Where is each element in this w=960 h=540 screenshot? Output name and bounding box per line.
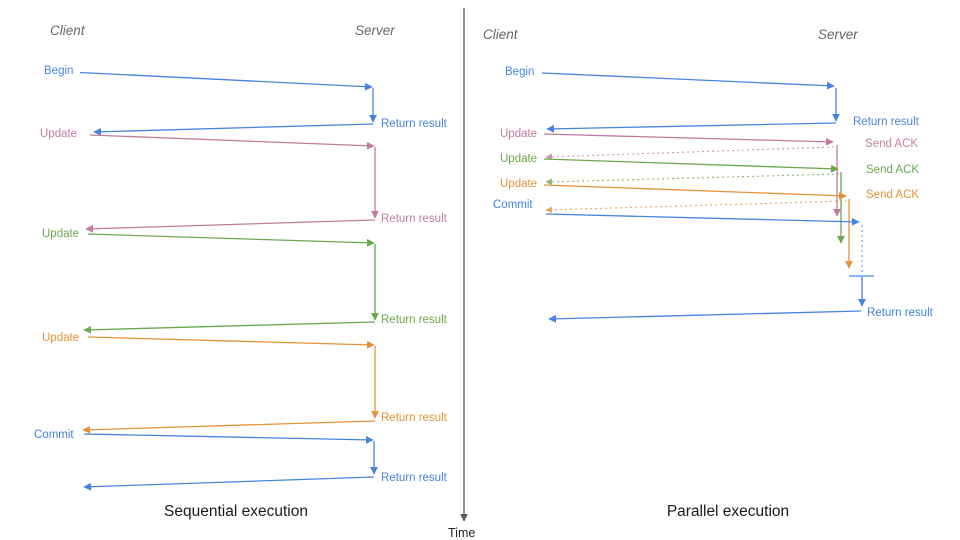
par-update-line-1 (543, 133, 834, 146)
seq-update-label-1: Update (40, 128, 77, 140)
par-send-ack-3: Send ACK (866, 189, 919, 201)
par-update-line-2 (543, 158, 839, 173)
par-client-header: Client (483, 27, 518, 42)
seq-return-line-5 (83, 476, 375, 491)
seq-update-label-2: Update (42, 228, 79, 240)
par-ack-line-2 (545, 173, 840, 186)
par-return-line-1 (546, 122, 837, 133)
par-commit-line (545, 213, 860, 226)
par-begin-line (541, 72, 835, 90)
seq-return-result-4: Return result (381, 412, 448, 424)
seq-commit-line (83, 433, 374, 444)
par-update-line-3 (543, 184, 847, 200)
par-return-result-2: Return result (867, 307, 934, 319)
time-axis-label: Time (448, 526, 476, 540)
par-return-result-1: Return result (853, 116, 920, 128)
parallel-caption: Parallel execution (666, 503, 790, 520)
par-server-header: Server (818, 27, 858, 42)
seq-begin-line (79, 71, 373, 91)
seq-update-label-3: Update (42, 332, 79, 344)
seq-begin-label: Begin (44, 65, 73, 77)
seq-update-line-1 (89, 134, 375, 150)
par-ack-line-3 (545, 200, 848, 214)
par-commit-label: Commit (493, 199, 533, 211)
seq-return-line-4 (82, 420, 376, 434)
par-return-line-2 (548, 310, 862, 323)
seq-return-result-2: Return result (381, 213, 448, 225)
seq-return-line-1 (93, 123, 374, 136)
par-send-ack-1: Send ACK (865, 138, 918, 150)
seq-commit-label: Commit (34, 429, 74, 441)
seq-server-header: Server (355, 23, 395, 38)
seq-return-line-3 (83, 321, 376, 334)
par-update-label-1: Update (500, 128, 537, 140)
par-update-label-2: Update (500, 153, 537, 165)
sequential-caption: Sequential execution (164, 503, 308, 520)
par-send-ack-2: Send ACK (866, 164, 919, 176)
seq-return-result-5: Return result (381, 472, 448, 484)
seq-return-result-3: Return result (381, 314, 448, 326)
seq-return-line-2 (85, 219, 376, 233)
par-ack-line-1 (545, 146, 835, 161)
seq-client-header: Client (50, 23, 85, 38)
par-begin-label: Begin (505, 66, 534, 78)
seq-return-result-1: Return result (381, 118, 448, 130)
par-update-label-3: Update (500, 178, 537, 190)
seq-update-line-3 (87, 336, 375, 349)
seq-update-line-2 (87, 233, 375, 247)
